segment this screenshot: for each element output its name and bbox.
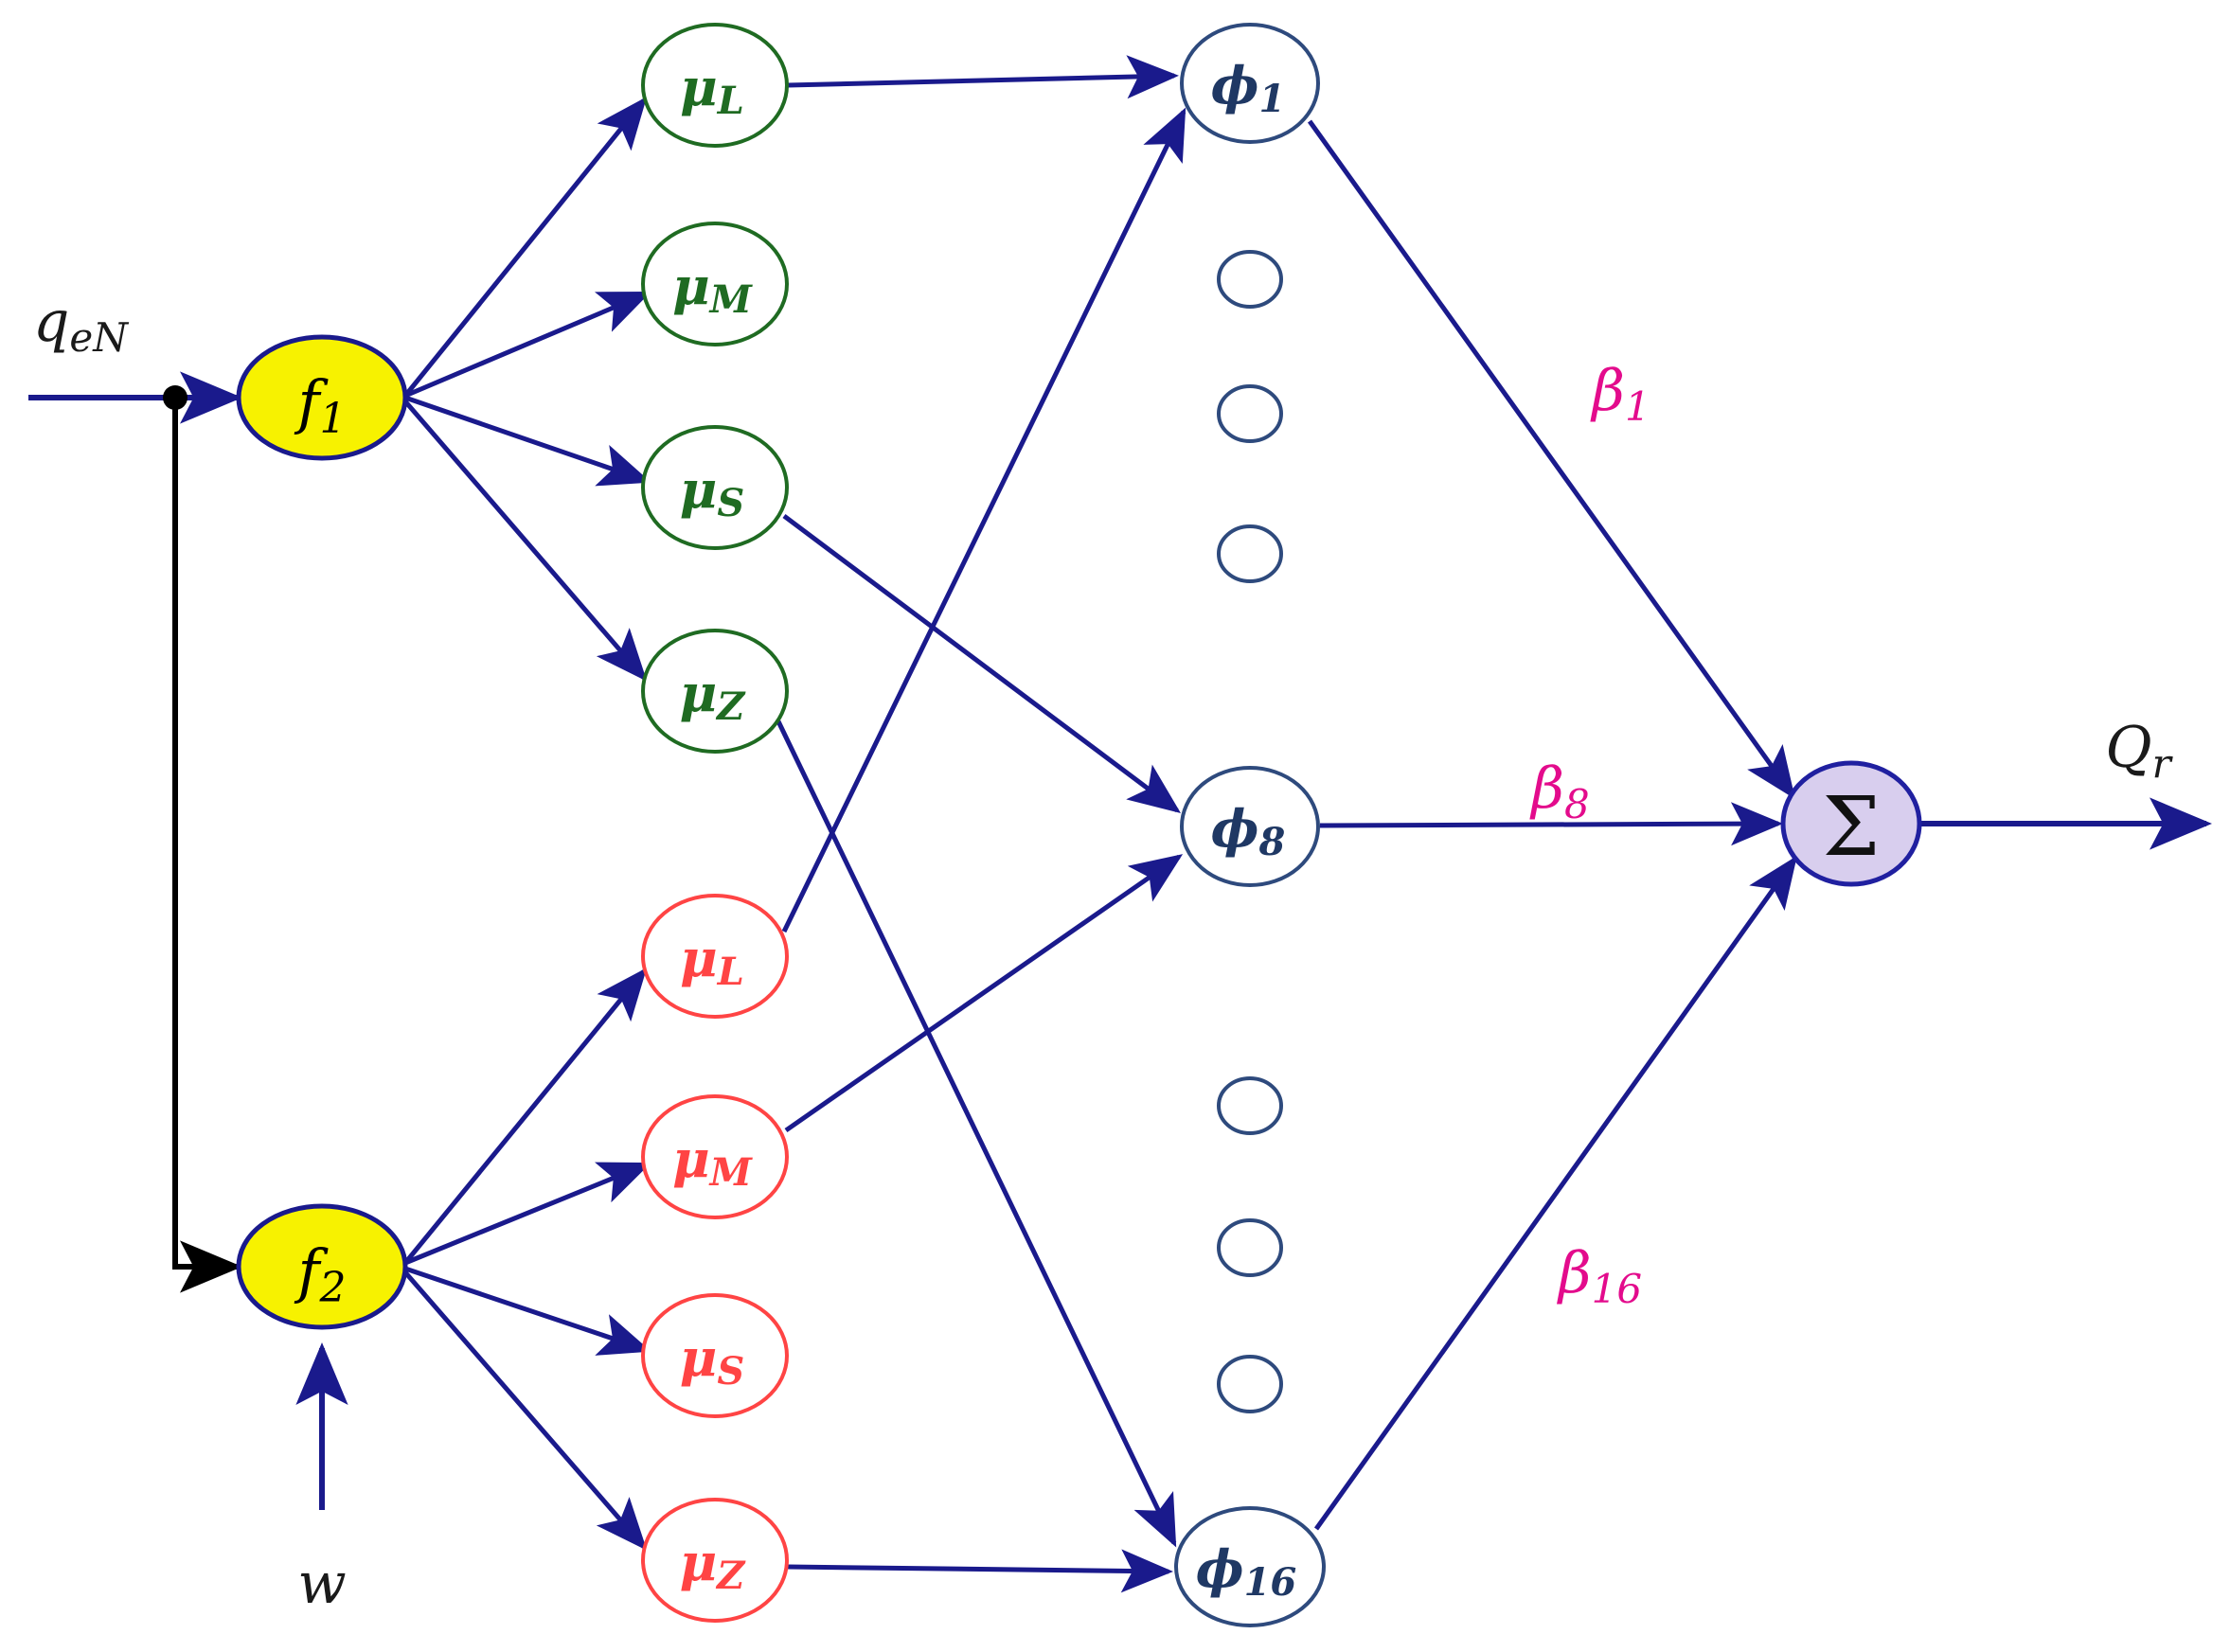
node-mu1-L-shape[interactable]	[641, 23, 789, 148]
node-mu2-Z-label: μZ	[680, 1532, 747, 1598]
edge-phi1-to-sigma	[1307, 119, 1795, 800]
node-mu1-L[interactable]: μL	[641, 23, 789, 148]
phi-ellipsis-dot-2	[1217, 384, 1283, 443]
phi-ellipsis-dot-3	[1217, 524, 1283, 583]
phi-ellipsis-dot-5	[1217, 1218, 1283, 1277]
edge-mu1S-to-phi8	[782, 513, 1182, 813]
beta1-label: β1	[1590, 358, 1650, 430]
node-mu2-S-label: μS	[680, 1327, 744, 1394]
node-f2[interactable]: f2	[236, 1203, 408, 1330]
node-f2-shape[interactable]	[236, 1203, 408, 1330]
node-mu1-M-shape[interactable]	[641, 222, 789, 346]
edge-phi16-to-sigma	[1313, 855, 1797, 1531]
node-summation[interactable]: Σ	[1780, 760, 1922, 887]
node-phi8[interactable]: ϕ8	[1180, 766, 1320, 887]
edge-f2-to-mu2-S	[404, 1266, 651, 1356]
phi-ellipsis-dot-6	[1217, 1355, 1283, 1413]
node-mu1-M[interactable]: μM	[641, 222, 789, 346]
node-mu1-L-label: μL	[680, 57, 744, 123]
edge-mu1L-to-phi1	[787, 55, 1179, 99]
edge-group-f2-fanout	[403, 968, 651, 1551]
edge-f1-to-mu1-S	[404, 395, 651, 487]
node-mu2-M[interactable]: μM	[641, 1094, 789, 1219]
edge-f2-to-mu2-L	[403, 968, 648, 1265]
node-phi8-shape[interactable]	[1180, 766, 1320, 887]
node-phi1-shape[interactable]	[1180, 23, 1320, 144]
node-mu2-Z-shape[interactable]	[641, 1498, 789, 1623]
sigma-icon: Σ	[1823, 780, 1881, 875]
node-mu1-S-label: μS	[680, 459, 744, 525]
edge-f2-to-mu2-M	[404, 1162, 651, 1266]
edge-f2-to-mu2-Z	[403, 1270, 648, 1551]
beta16-label: β16	[1557, 1240, 1642, 1312]
edge-branch-to-f2	[172, 398, 242, 1293]
edge-phi8-to-sigma	[1319, 802, 1783, 846]
node-mu1-Z[interactable]: μZ	[641, 629, 789, 754]
phi-ellipsis-dot-1	[1217, 250, 1283, 309]
node-f1-shape[interactable]	[236, 334, 408, 461]
node-mu1-Z-shape[interactable]	[641, 629, 789, 754]
node-mu2-S-shape[interactable]	[641, 1293, 789, 1418]
node-mu1-M-label: μM	[672, 256, 754, 322]
edge-group-f1-fanout	[403, 97, 651, 682]
edge-group-mu-to-phi	[776, 55, 1186, 1593]
node-mu2-L-label: μL	[680, 928, 744, 994]
edge-mu2Z-to-phi16	[787, 1549, 1173, 1593]
node-mu2-L-shape[interactable]	[641, 894, 789, 1019]
node-phi1-label: ϕ1	[1211, 55, 1286, 121]
node-mu2-L[interactable]: μL	[641, 894, 789, 1019]
edge-group-phi-to-sigma	[1307, 119, 2212, 1531]
edge-mu2M-to-phi8	[784, 854, 1184, 1133]
node-mu1-S[interactable]: μS	[641, 425, 789, 550]
node-phi16-shape[interactable]	[1174, 1506, 1326, 1627]
output-label: Qr	[2105, 715, 2173, 787]
input-label: qeN	[33, 289, 129, 361]
phi-ellipsis-dot-4	[1217, 1076, 1283, 1135]
weight-label: w	[297, 1551, 346, 1617]
node-mu1-Z-label: μZ	[680, 663, 747, 729]
node-phi8-label: ϕ8	[1211, 798, 1286, 864]
edge-f1-to-mu1-L	[403, 97, 648, 398]
beta8-label: β8	[1529, 755, 1589, 827]
node-mu2-S[interactable]: μS	[641, 1293, 789, 1418]
node-summation-shape[interactable]	[1780, 760, 1922, 887]
edge-group-input	[28, 371, 348, 1510]
edge-f1-to-mu1-M	[404, 291, 651, 399]
edge-mu2L-to-phi1	[781, 107, 1186, 933]
node-phi1[interactable]: ϕ1	[1180, 23, 1320, 144]
node-mu2-M-label: μM	[672, 1128, 754, 1195]
node-mu1-S-shape[interactable]	[641, 425, 789, 550]
node-mu2-Z[interactable]: μZ	[641, 1498, 789, 1623]
node-phi16-label: ϕ16	[1196, 1538, 1297, 1605]
node-phi16[interactable]: ϕ16	[1174, 1506, 1326, 1627]
node-mu2-M-shape[interactable]	[641, 1094, 789, 1219]
edge-mu1Z-to-phi16	[776, 719, 1177, 1548]
node-f1[interactable]: f1	[236, 334, 408, 461]
edge-f1-to-mu1-Z	[403, 400, 648, 682]
